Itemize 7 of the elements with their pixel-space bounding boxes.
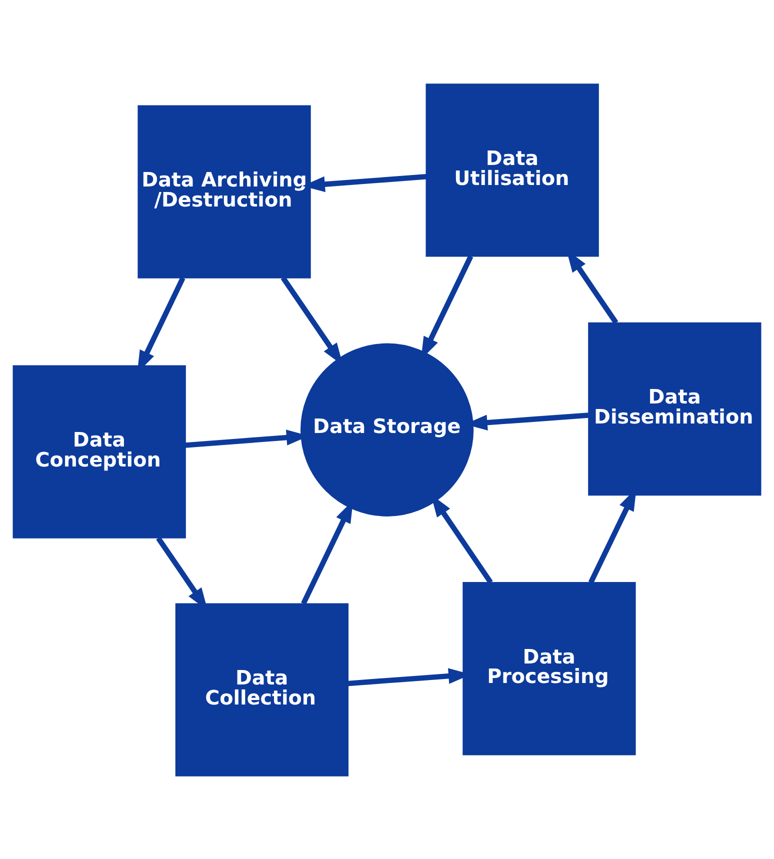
node-box: Data Utilisation <box>426 83 599 256</box>
node-box: Data Dissemination <box>588 322 762 496</box>
node-box: Data Conception <box>12 364 186 538</box>
node-box: Data Archiving /Destruction <box>138 104 311 278</box>
arrow <box>302 174 426 192</box>
node-box: Data Collection <box>175 602 349 776</box>
node-box: Data Processing <box>462 582 636 755</box>
